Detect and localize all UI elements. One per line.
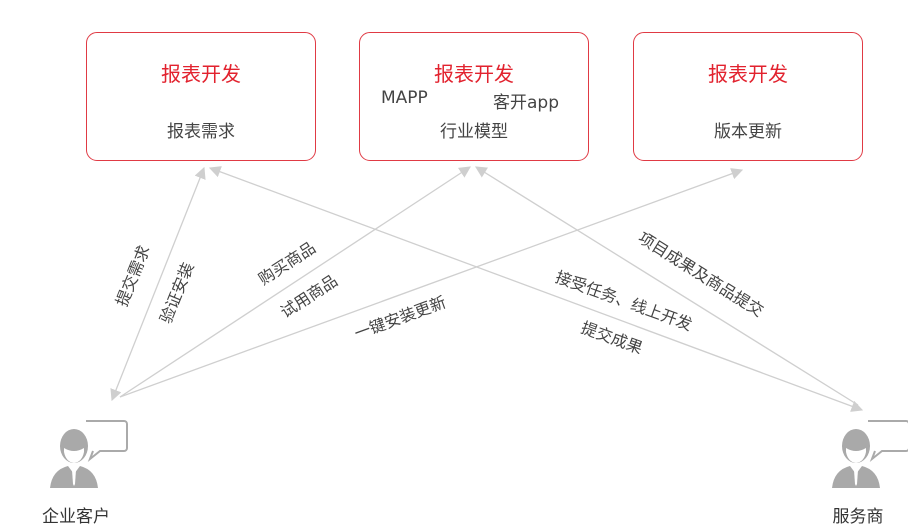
label-submit-result: 提交成果: [579, 318, 646, 358]
label-one-click-update: 一键安装更新: [352, 292, 449, 343]
connection-layer: 提交需求 验证安装 购买商品 试用商品 一键安装更新 接受任务、线上开发 提交成…: [110, 166, 864, 412]
box-app-development: 报表开发 MAPP 客开app 行业模型: [359, 32, 589, 161]
box-title: 报表开发: [434, 62, 514, 86]
actor-label: 服务商: [832, 507, 884, 527]
actor-label: 企业客户: [42, 507, 110, 527]
label-accept-task: 接受任务、线上开发: [553, 267, 695, 334]
box-item: MAPP: [381, 88, 428, 108]
box-title: 报表开发: [708, 62, 788, 86]
arrow-customer-box3: [119, 168, 744, 398]
box-version-update: 报表开发 版本更新: [633, 32, 863, 161]
label-submit-requirement: 提交需求: [112, 243, 154, 309]
arrow-provider-box2: [475, 166, 859, 406]
label-verify-install: 验证安装: [156, 260, 198, 326]
box-item: 版本更新: [714, 122, 782, 142]
arrow-provider-box1: [208, 166, 864, 412]
label-trial-product: 试用商品: [277, 271, 341, 322]
box-item: 客开app: [493, 93, 559, 113]
box-report-requirement: 报表开发 报表需求: [86, 32, 316, 161]
box-title: 报表开发: [161, 62, 241, 86]
label-buy-product: 购买商品: [255, 238, 319, 289]
box-item: 行业模型: [440, 122, 508, 142]
box-item: 报表需求: [167, 122, 235, 142]
arrow-customer-box1: [110, 166, 206, 402]
user-chat-icon: [832, 420, 908, 488]
user-chat-icon: [50, 420, 128, 488]
